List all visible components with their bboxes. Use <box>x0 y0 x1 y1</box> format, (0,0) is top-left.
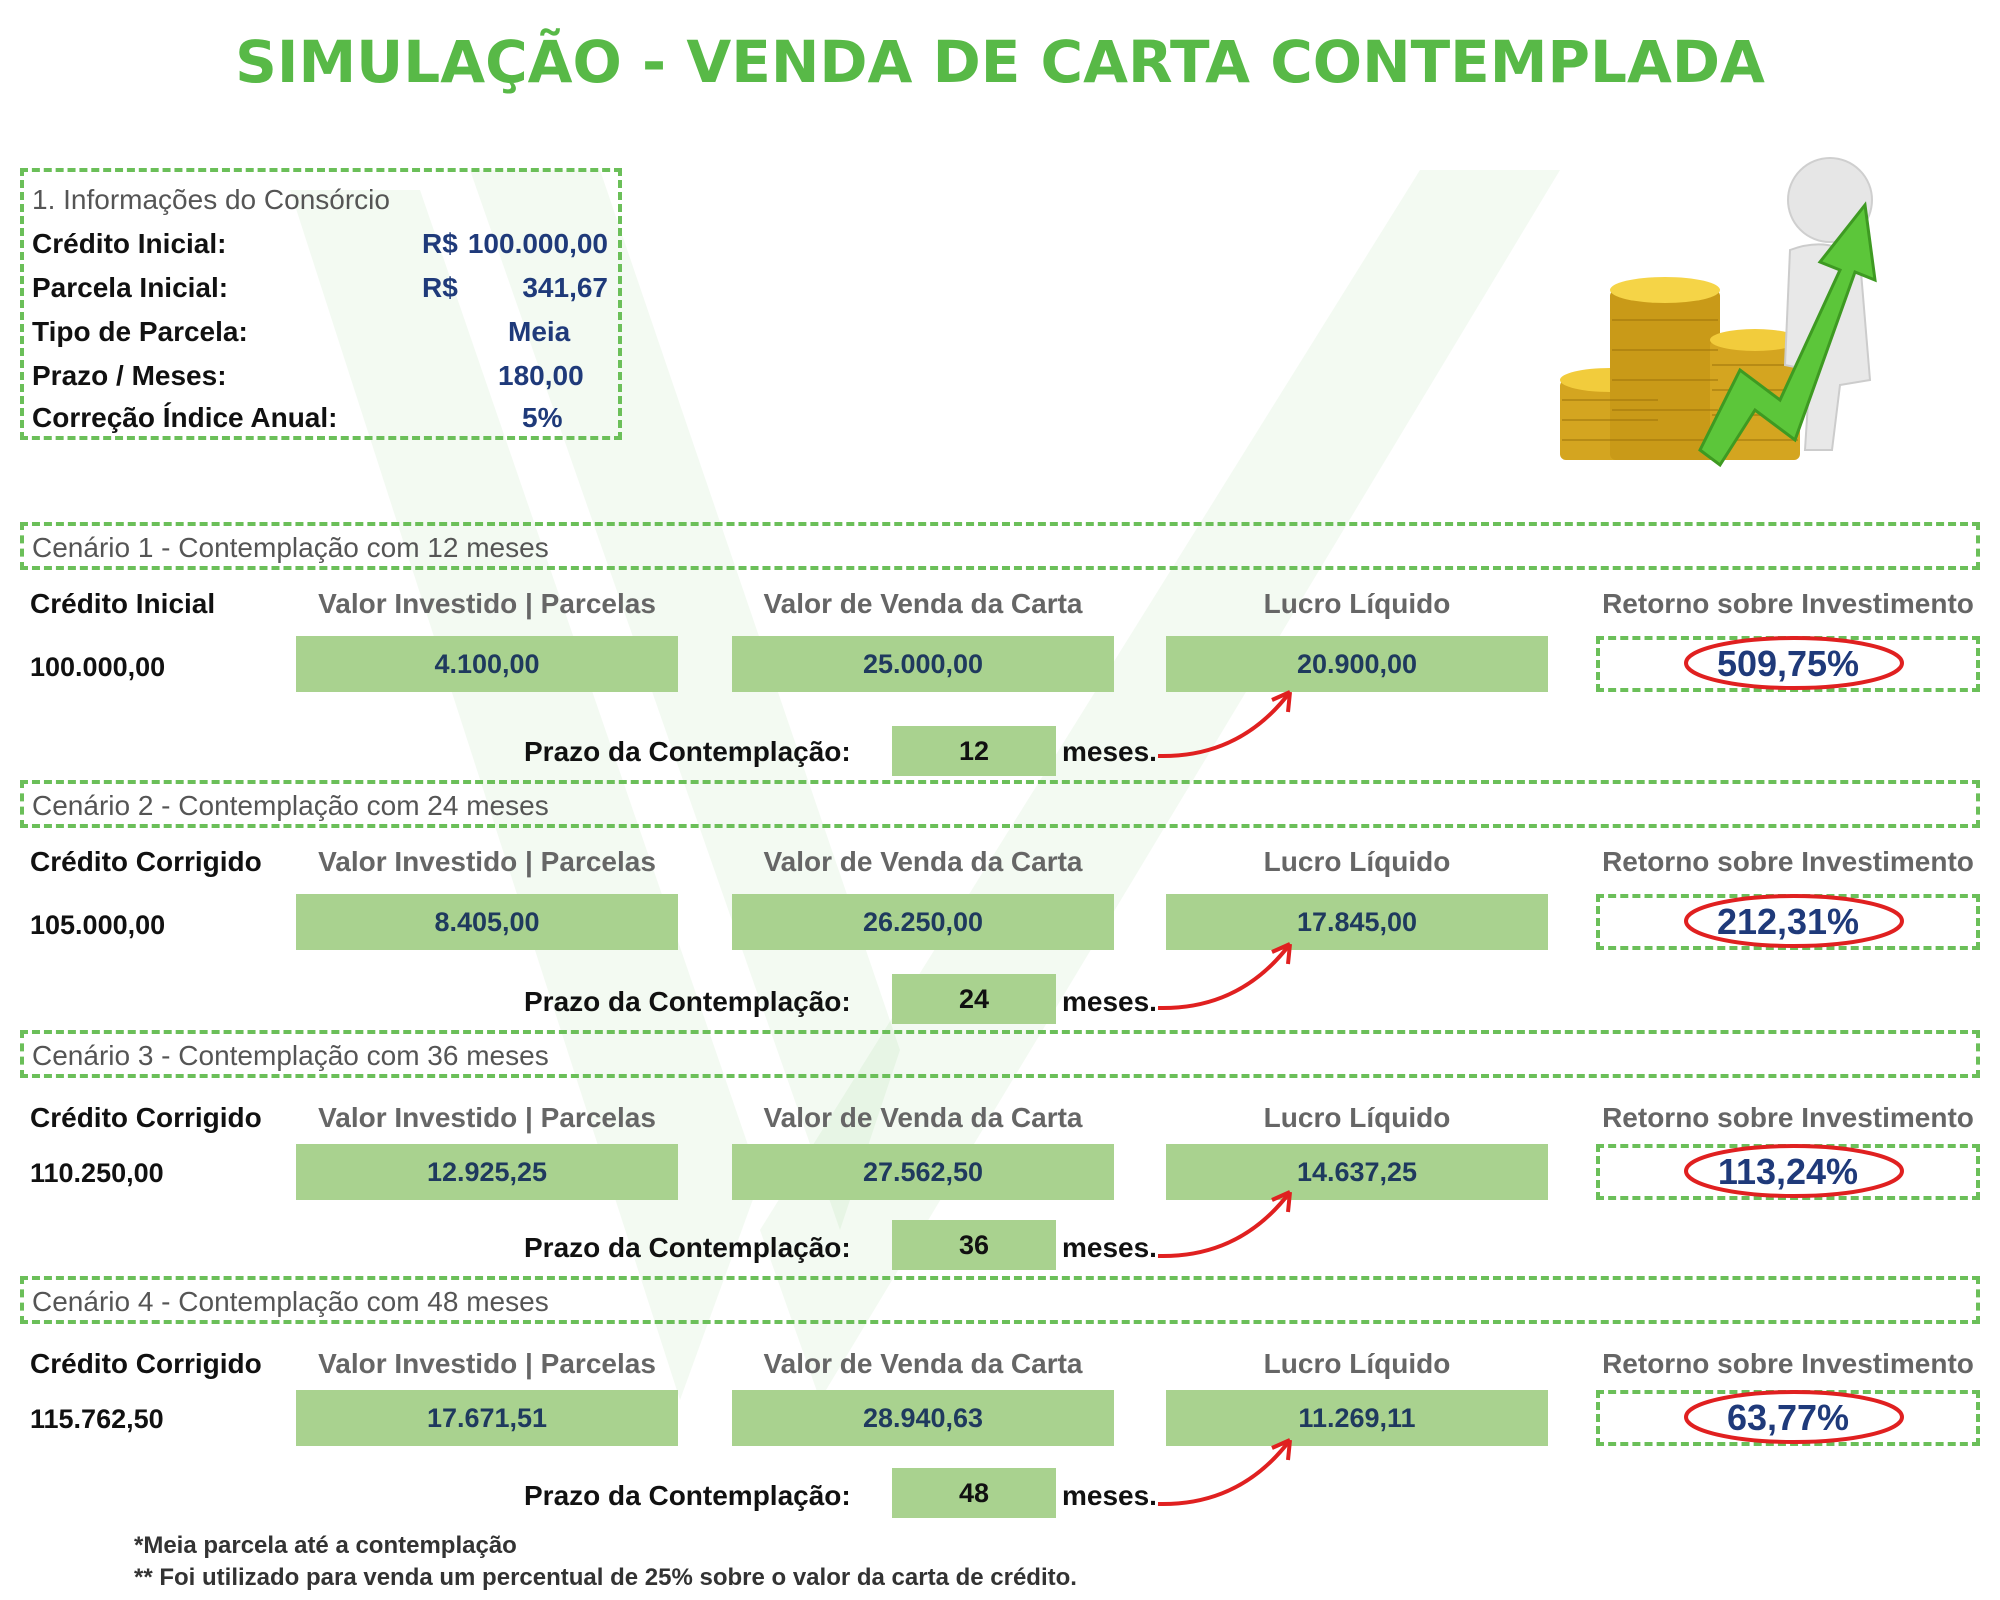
scenario-2-title: Cenário 2 - Contemplação com 24 meses <box>32 790 549 821</box>
info-currency-credito: R$ <box>422 228 458 259</box>
scenario-2-prazo-unit: meses. <box>1062 986 1157 1017</box>
scenario-3-profit-value: 14.637,25 <box>1166 1144 1548 1200</box>
scenario-4-title: Cenário 4 - Contemplação com 48 meses <box>32 1286 549 1317</box>
info-label-credito: Crédito Inicial: <box>32 228 227 259</box>
scenario-1-header: Cenário 1 - Contemplação com 12 meses <box>20 522 1980 570</box>
scenario-1-profit-value: 20.900,00 <box>1166 636 1548 692</box>
scenario-3-profit-header: Lucro Líquido <box>1263 1102 1451 1133</box>
scenario-3-header: Cenário 3 - Contemplação com 36 meses <box>20 1030 1980 1078</box>
scenario-3-credit-value: 110.250,00 <box>30 1158 164 1188</box>
scenario-1-title: Cenário 1 - Contemplação com 12 meses <box>32 532 549 563</box>
scenario-4-profit-value: 11.269,11 <box>1166 1390 1548 1446</box>
info-value-parcela: 341,67 <box>522 272 608 303</box>
scenario-1-prazo-unit: meses. <box>1062 736 1157 767</box>
scenario-4-sale-header: Valor de Venda da Carta <box>763 1348 1083 1379</box>
scenario-3-sale-header: Valor de Venda da Carta <box>763 1102 1083 1133</box>
scenario-4-roi-header: Retorno sobre Investimento <box>1602 1348 1974 1379</box>
scenario-3-roi-value: 113,24% <box>1717 1151 1859 1192</box>
scenario-1-roi-highlight-ring <box>1684 636 1904 690</box>
scenario-4-prazo-value: 48 <box>892 1468 1056 1518</box>
scenario-2-header: Cenário 2 - Contemplação com 24 meses <box>20 780 1980 828</box>
info-heading: 1. Informações do Consórcio <box>32 184 390 215</box>
scenario-2-arrow-icon <box>1157 942 1292 1011</box>
scenario-2-roi-highlight-ring <box>1684 894 1904 948</box>
scenario-2-roi-box: 212,31% <box>1596 894 1980 950</box>
page-title: SIMULAÇÃO - VENDA DE CARTA CONTEMPLADA <box>235 28 1765 96</box>
info-currency-parcela: R$ <box>422 272 458 303</box>
scenario-1-prazo-label: Prazo da Contemplação: <box>524 736 851 767</box>
scenario-4-arrow-icon <box>1157 1438 1292 1507</box>
scenario-1-prazo-value: 12 <box>892 726 1056 776</box>
scenario-3-roi-highlight-ring <box>1684 1144 1904 1198</box>
scenario-3-invested-header: Valor Investido | Parcelas <box>318 1102 656 1133</box>
scenario-3-arrow-icon <box>1157 1190 1292 1259</box>
coin-stack-icon <box>1560 277 1800 460</box>
scenario-4-profit-header: Lucro Líquido <box>1263 1348 1451 1379</box>
info-label-correcao: Correção Índice Anual: <box>32 402 338 433</box>
scenario-2-sale-value: 26.250,00 <box>732 894 1114 950</box>
scenario-2-invested-value: 8.405,00 <box>296 894 678 950</box>
scenario-3-prazo-unit: meses. <box>1062 1232 1157 1263</box>
scenario-4-prazo-unit: meses. <box>1062 1480 1157 1511</box>
scenario-4-invested-header: Valor Investido | Parcelas <box>318 1348 656 1379</box>
consorcio-info-panel: 1. Informações do Consórcio Crédito Inic… <box>20 168 622 440</box>
scenario-3-credit-label: Crédito Corrigido <box>30 1102 262 1133</box>
scenario-2-profit-value: 17.845,00 <box>1166 894 1548 950</box>
scenario-4-roi-box: 63,77% <box>1596 1390 1980 1446</box>
scenario-1-invested-value: 4.100,00 <box>296 636 678 692</box>
scenario-2-roi-header: Retorno sobre Investimento <box>1602 846 1974 877</box>
growth-arrow-icon <box>1698 201 1877 468</box>
scenario-4-invested-value: 17.671,51 <box>296 1390 678 1446</box>
scenario-1-roi-value: 509,75% <box>1716 643 1860 684</box>
scenario-3-prazo-label: Prazo da Contemplação: <box>524 1232 851 1263</box>
scenario-1-arrow-icon <box>1157 690 1292 759</box>
info-value-credito: 100.000,00 <box>467 228 608 259</box>
scenario-2-prazo-label: Prazo da Contemplação: <box>524 986 851 1017</box>
scenario-3-sale-value: 27.562,50 <box>732 1144 1114 1200</box>
scenario-2-credit-value: 105.000,00 <box>30 910 166 940</box>
scenario-4-prazo-label: Prazo da Contemplação: <box>524 1480 851 1511</box>
scenario-3-invested-value: 12.925,25 <box>296 1144 678 1200</box>
info-value-correcao: 5% <box>522 402 563 433</box>
scenario-3-prazo-value: 36 <box>892 1220 1056 1270</box>
info-label-tipo: Tipo de Parcela: <box>32 316 248 347</box>
scenario-1-sale-value: 25.000,00 <box>732 636 1114 692</box>
scenario-4-header: Cenário 4 - Contemplação com 48 meses <box>20 1276 1980 1324</box>
footnote-percentual-venda: ** Foi utilizado para venda um percentua… <box>134 1564 1077 1591</box>
scenario-4-sale-value: 28.940,63 <box>732 1390 1114 1446</box>
info-value-tipo: Meia <box>508 316 571 347</box>
scenario-2-sale-header: Valor de Venda da Carta <box>763 846 1083 877</box>
scenario-1-roi-header: Retorno sobre Investimento <box>1602 588 1974 619</box>
investment-growth-illustration <box>1560 157 1877 468</box>
info-label-parcela: Parcela Inicial: <box>32 272 229 303</box>
scenario-4-credit-value: 115.762,50 <box>30 1404 164 1434</box>
scenario-1-credit-label: Crédito Inicial <box>30 588 216 619</box>
scenario-4-roi-value: 63,77% <box>1726 1397 1850 1438</box>
scenario-3-roi-box: 113,24% <box>1596 1144 1980 1200</box>
scenario-1-profit-header: Lucro Líquido <box>1263 588 1451 619</box>
scenario-3-title: Cenário 3 - Contemplação com 36 meses <box>32 1040 549 1071</box>
scenario-1-credit-value: 100.000,00 <box>30 652 166 682</box>
scenario-2-roi-value: 212,31% <box>1716 901 1860 942</box>
scenario-1-sale-header: Valor de Venda da Carta <box>763 588 1083 619</box>
scenario-4-credit-label: Crédito Corrigido <box>30 1348 262 1379</box>
info-value-prazo: 180,00 <box>498 360 584 391</box>
scenario-2-prazo-value: 24 <box>892 974 1056 1024</box>
info-label-prazo: Prazo / Meses: <box>32 360 227 391</box>
scenario-4-roi-highlight-ring <box>1684 1390 1904 1444</box>
footnote-meia-parcela: *Meia parcela até a contemplação <box>134 1532 517 1559</box>
scenario-2-profit-header: Lucro Líquido <box>1263 846 1451 877</box>
scenario-2-invested-header: Valor Investido | Parcelas <box>318 846 656 877</box>
scenario-3-roi-header: Retorno sobre Investimento <box>1602 1102 1974 1133</box>
scenario-1-roi-box: 509,75% <box>1596 636 1980 692</box>
scenario-1-invested-header: Valor Investido | Parcelas <box>318 588 656 619</box>
scenario-2-credit-label: Crédito Corrigido <box>30 846 262 877</box>
